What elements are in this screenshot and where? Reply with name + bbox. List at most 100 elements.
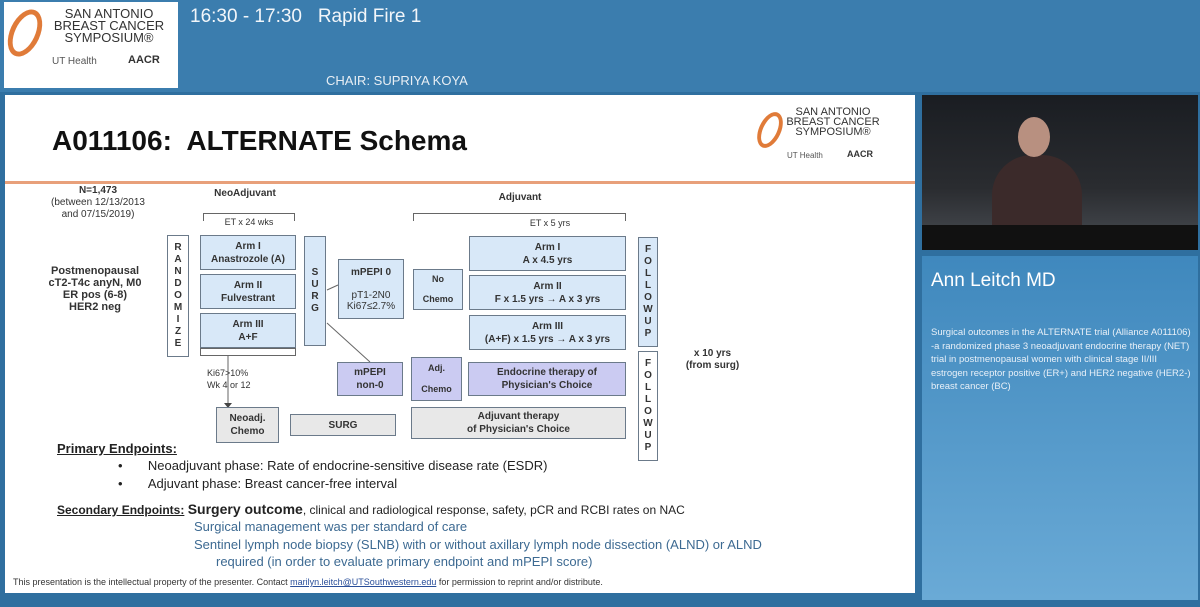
n-count: N=1,473 xyxy=(78,185,118,196)
population-line: Postmenopausal xyxy=(50,265,140,277)
surgical-note: Sentinel lymph node biopsy (SLNB) with o… xyxy=(194,537,762,552)
session-title: 16:30 - 17:30 Rapid Fire 1 xyxy=(190,6,422,27)
speaker-video xyxy=(922,95,1198,250)
logo-line: SYMPOSIUM® xyxy=(64,30,154,45)
label: Wk 4 or 12 xyxy=(207,380,251,390)
speaker-head xyxy=(1018,117,1050,157)
label: Adj. xyxy=(428,363,445,373)
label: Endocrine therapy of xyxy=(496,367,597,378)
surgery-box: SURG xyxy=(304,236,326,346)
connector-lines xyxy=(224,284,371,408)
label: Ki67>10% xyxy=(207,368,249,378)
label: , clinical and radiological response, sa… xyxy=(302,503,685,517)
label: Chemo xyxy=(230,426,265,437)
followup-duration: x 10 yrs(from surg) xyxy=(675,348,750,372)
mpepi-ki67: Ki67≤2.7% xyxy=(346,301,396,313)
speaker-figure xyxy=(992,155,1082,235)
label: Adjuvant therapy xyxy=(477,411,560,422)
surgical-note: Surgical management was per standard of … xyxy=(194,519,468,534)
label: No xyxy=(432,274,444,285)
adj-arm-3: Arm III(A+F) x 1.5 yrs → A x 3 yrs xyxy=(469,315,626,350)
session-header xyxy=(0,0,1200,92)
arm-name: Arm III xyxy=(531,320,564,332)
primary-endpoint: • Adjuvant phase: Breast cancer-free int… xyxy=(118,476,398,491)
endocrine-therapy-box: Endocrine therapy of Physician's Choice xyxy=(468,362,626,396)
arm-name: Arm II xyxy=(233,279,263,291)
mpepi-stage: pT1-2N0 xyxy=(351,290,391,302)
arrow-head xyxy=(224,403,232,408)
session-chair: CHAIR: SUPRIYA KOYA xyxy=(326,73,468,88)
presentation-slide: A011106: ALTERNATE Schema SAN ANTONIO BR… xyxy=(5,95,915,593)
aacr-logo: AACR xyxy=(128,54,160,66)
logo-line: BREAST CANCER xyxy=(53,18,165,33)
ki67-criteria: Ki67>10% Wk 4 or 12 xyxy=(207,367,251,391)
followup-box-1: FOLLOWUP xyxy=(638,237,658,347)
neo-arms-base xyxy=(200,348,296,356)
arm-drug: Fulvestrant xyxy=(221,292,275,304)
population-line: ER pos (6-8) xyxy=(62,289,128,301)
arm-name: Arm II xyxy=(533,280,562,292)
label: Chemo xyxy=(422,293,454,304)
ut-health-logo: UT Health xyxy=(52,56,97,67)
surg-box: SURG xyxy=(290,414,396,436)
mpepi-title: mPEPI 0 xyxy=(350,266,392,278)
neo-duration: ET x 24 wks xyxy=(224,217,274,227)
logo-line: SYMPOSIUM® xyxy=(795,126,871,138)
footer-disclaimer: This presentation is the intellectual pr… xyxy=(13,577,603,587)
adj-duration: ET x 5 yrs xyxy=(529,218,571,228)
label: Chemo xyxy=(421,384,452,394)
adjuvant-label: Adjuvant xyxy=(498,192,542,203)
label: This presentation is the intellectual pr… xyxy=(13,577,291,587)
label: x 10 yrs xyxy=(693,348,732,359)
arm-drug: A x 4.5 yrs xyxy=(522,254,573,266)
population-line: cT2-T4c anyN, M0 xyxy=(48,277,142,289)
label: Surgery outcome xyxy=(187,501,303,517)
title-divider xyxy=(5,181,915,184)
label: (from surg) xyxy=(685,360,740,371)
arm-name: Arm I xyxy=(534,241,561,253)
arm-drug: (A+F) x 1.5 yrs → A x 3 yrs xyxy=(484,333,611,345)
neo-bracket xyxy=(203,213,295,221)
mpepi-non0-box: mPEPI non-0 xyxy=(337,362,403,396)
logo-line: SAN ANTONIO xyxy=(64,6,154,21)
arm-drug: F x 1.5 yrs → A x 3 yrs xyxy=(494,293,601,305)
speaker-info-panel: Ann Leitch MD Surgical outcomes in the A… xyxy=(922,256,1198,600)
secondary-endpoints: Secondary Endpoints: Surgery outcome, cl… xyxy=(57,501,685,517)
sample-size: N=1,473 (between 12/13/2013 and 07/15/20… xyxy=(45,185,151,221)
secondary-endpoints-label: Secondary Endpoints: xyxy=(57,503,185,517)
label: of Physician's Choice xyxy=(467,424,570,435)
primary-endpoints-label: Primary Endpoints: xyxy=(57,441,177,456)
enrollment-dates: and 07/15/2019) xyxy=(61,209,135,220)
adjuvant-therapy-box: Adjuvant therapy of Physician's Choice xyxy=(411,407,626,439)
label: Physician's Choice xyxy=(501,380,593,391)
adj-chemo-box: Adj. Chemo xyxy=(411,357,462,401)
label: non-0 xyxy=(356,380,384,391)
arm-drug: A+F xyxy=(238,331,258,343)
label: for permission to reprint and/or distrib… xyxy=(436,577,603,587)
label: Neoadjuvant phase: Rate of endocrine-sen… xyxy=(147,458,548,473)
neoadj-chemo-box: Neoadj. Chemo xyxy=(216,407,279,443)
arm-name: Arm III xyxy=(232,318,264,330)
enrollment-dates: (between 12/13/2013 xyxy=(51,197,145,208)
followup-box-2: FOLLOWUP xyxy=(638,351,658,461)
connector-line xyxy=(326,322,371,363)
primary-endpoint: • Neoadjuvant phase: Rate of endocrine-s… xyxy=(118,458,548,473)
label: mPEPI xyxy=(354,367,386,378)
population: Postmenopausal cT2-T4c anyN, M0 ER pos (… xyxy=(35,265,155,313)
connector-line xyxy=(326,284,339,291)
arm-name: Arm I xyxy=(235,240,261,252)
logo-line: SAN ANTONIO xyxy=(795,106,871,118)
adj-bracket xyxy=(413,213,626,221)
surgical-note: required (in order to evaluate primary e… xyxy=(216,554,593,569)
logo-line: BREAST CANCER xyxy=(786,116,880,128)
label: Neoadj. xyxy=(229,413,266,424)
contact-email-link[interactable]: marilyn.leitch@UTSouthwestern.edu xyxy=(290,577,437,587)
sabcs-logo: SAN ANTONIO BREAST CANCER SYMPOSIUM® UT … xyxy=(0,2,178,88)
speaker-name: Ann Leitch MD xyxy=(931,270,1056,291)
